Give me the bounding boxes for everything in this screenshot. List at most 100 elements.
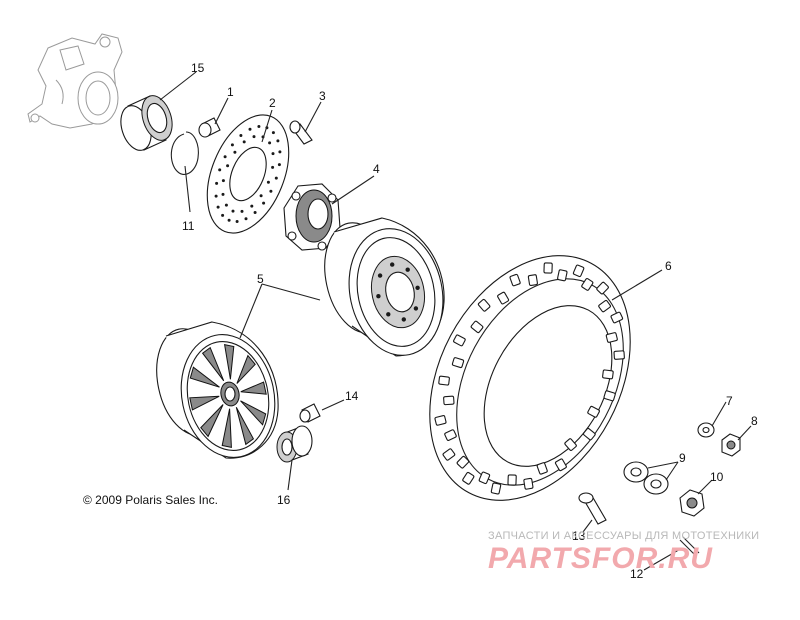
tread-block [507, 474, 517, 486]
tread-block [603, 390, 616, 402]
tread-block [557, 269, 568, 282]
disc-hole [218, 168, 222, 172]
rim-lug-hole [413, 306, 419, 311]
tread-block [509, 273, 521, 287]
valve-stem [299, 403, 321, 423]
callout-labels: 1 2 3 4 5 6 7 8 9 10 11 12 13 14 16 15 [182, 61, 758, 581]
disc-hole [230, 143, 234, 147]
callout-3: 3 [319, 89, 326, 103]
tread-block [444, 429, 457, 441]
disc-hole [235, 220, 239, 223]
disc-hole [271, 152, 275, 156]
callout-15-16: 16 [277, 493, 291, 507]
tread-block [451, 357, 465, 369]
tread-block [456, 455, 470, 469]
alloy-spoke [201, 346, 225, 382]
nut-8 [721, 433, 741, 457]
rim-lug-hole [415, 285, 420, 290]
disc-hole [253, 211, 257, 214]
disc-hole [257, 125, 261, 128]
rim-lug-hole [390, 262, 395, 267]
disc-hole [233, 150, 237, 154]
watermark-tagline: ЗАПЧАСТИ И АКСЕССУАРЫ ДЛЯ МОТОТЕХНИКИ [488, 530, 759, 542]
tread-block [438, 375, 450, 386]
alloy-spoke [189, 395, 220, 411]
retaining-ring [170, 131, 199, 175]
disc-hole [278, 150, 282, 154]
brake-disc [206, 114, 290, 234]
disc-hole [266, 180, 270, 184]
callout-14: 14 [345, 389, 359, 403]
tread-block [527, 274, 538, 286]
alloy-spoke [236, 354, 256, 384]
disc-hole [242, 140, 246, 144]
nut-10 [679, 489, 705, 517]
callout-5: 5 [257, 272, 264, 286]
tire [429, 255, 631, 501]
alloy-spoke [200, 404, 224, 438]
tread-block [434, 415, 447, 426]
tread-block [582, 427, 596, 441]
tread-block [497, 291, 510, 305]
disc-hole [268, 141, 272, 145]
alloy-spoke [240, 381, 267, 395]
tread-block [477, 298, 491, 312]
leader-lines [159, 71, 752, 571]
tread-block [442, 448, 456, 461]
callout-1: 1 [227, 85, 234, 99]
tread-block [605, 332, 618, 343]
tread-block [536, 462, 548, 475]
alloy-spoke [223, 343, 235, 380]
disc-hole [276, 139, 280, 143]
tread-block [554, 458, 567, 472]
copyright-notice: © 2009 Polaris Sales Inc. [83, 493, 218, 507]
stud-13 [578, 492, 607, 525]
tread-block [581, 278, 594, 291]
tread-block [610, 311, 624, 324]
callout-2: 2 [269, 96, 276, 110]
washer-7 [697, 422, 715, 438]
disc-hole [244, 217, 248, 221]
wheel-rim-alloy [156, 321, 279, 459]
tread-block [470, 320, 484, 334]
tread-block [613, 350, 625, 360]
tread-block [490, 482, 502, 495]
disc-hole [221, 192, 225, 196]
tread-block [587, 405, 600, 418]
rim-lug-hole [377, 273, 383, 278]
rim-lug-hole [405, 267, 410, 272]
tread-block [598, 299, 611, 313]
steering-knuckle [27, 33, 123, 129]
disc-hole [231, 209, 235, 213]
tread-block [543, 262, 553, 274]
disc-hole [227, 218, 231, 222]
disc-hole [221, 179, 225, 183]
disc-hole [252, 135, 256, 139]
disc-hole [277, 163, 281, 167]
rim-lug-hole [386, 312, 391, 317]
callout-15: 15 [191, 61, 205, 75]
bearing-16 [276, 425, 313, 463]
alloy-spoke [240, 400, 267, 426]
callout-4: 4 [373, 162, 380, 176]
tread-block [564, 438, 577, 451]
disc-hole [239, 134, 243, 137]
disc-hole [224, 203, 228, 207]
disc-hole [259, 194, 263, 198]
tread-block [462, 471, 475, 485]
disc-hole [215, 181, 219, 185]
disc-hole [262, 201, 266, 205]
watermark-brand: PARTSFOR.RU [488, 542, 713, 575]
wheel-hub [283, 183, 341, 251]
tread-block [596, 281, 609, 295]
disc-hole [223, 155, 227, 159]
disc-hole [248, 127, 252, 131]
disc-hole [271, 131, 275, 135]
callout-7: 7 [726, 394, 733, 408]
disc-hole [221, 213, 225, 217]
callout-9: 9 [679, 451, 686, 465]
tread-block [453, 334, 466, 347]
pin-12 [679, 536, 700, 557]
